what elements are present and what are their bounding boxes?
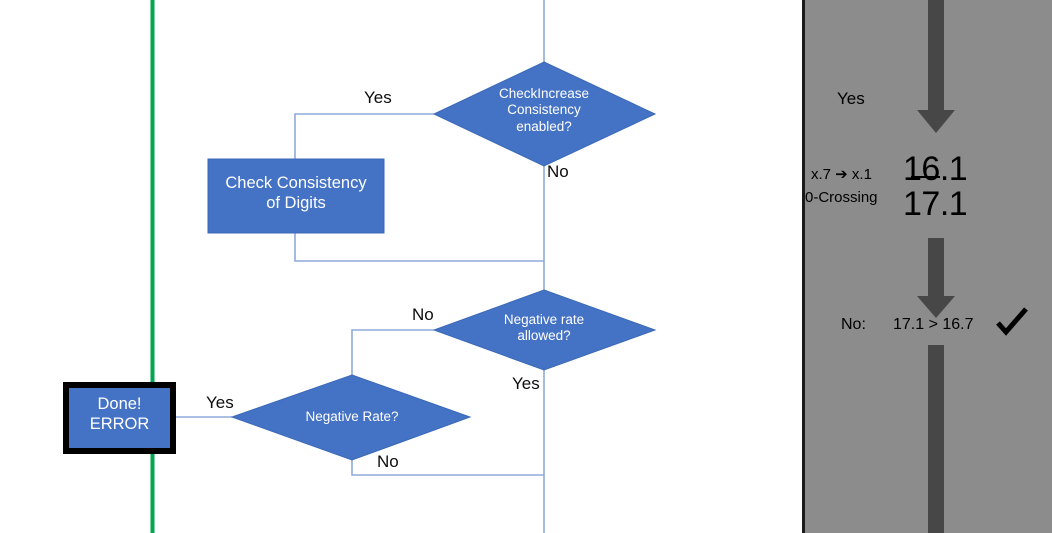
edge-label-done-error-yes: Yes (206, 393, 234, 412)
connector-negrate-allowed-no (351, 329, 434, 375)
panel-value-original: 16.1 (903, 150, 968, 188)
decision-negative-rate[interactable] (230, 374, 472, 461)
decision-checkincrease[interactable] (432, 61, 657, 167)
flowchart-diagram (63, 0, 657, 533)
panel-value-corrected: 17.1 (903, 185, 968, 223)
edge-label-negative-rate-allowed-yes: Yes (512, 374, 540, 393)
edge-label-negative-rate-allowed-no: No (412, 305, 434, 324)
down-shaft-bottom (928, 345, 944, 533)
edge-label-checkincrease-yes: Yes (364, 88, 392, 107)
panel-comparison-text: 17.1 > 16.7 (893, 316, 974, 333)
panel-rounding-label: x.7 ➔ x.1 (811, 166, 872, 183)
down-arrow-top (917, 0, 955, 133)
panel-no-label: No: (841, 316, 866, 333)
strikethrough-mark (911, 176, 940, 178)
edge-label-negative-rate-no: No (377, 452, 399, 471)
panel-zero-crossing-label: 0-Crossing (805, 189, 878, 206)
terminator-done-error[interactable] (63, 382, 176, 454)
process-check-consistency[interactable] (207, 158, 385, 234)
decision-negative-rate-allowed[interactable] (432, 289, 657, 371)
connector-negrate-no (351, 460, 544, 476)
annotation-panel: Yes x.7 ➔ x.1 0-Crossing 16.1 17.1 No: 1… (802, 0, 1052, 533)
panel-yes-label: Yes (837, 89, 865, 108)
down-arrow-middle (917, 238, 955, 318)
edge-label-checkincrease-no: No (547, 162, 569, 181)
check-mark-icon (996, 307, 1028, 336)
panel-arrows (917, 0, 955, 533)
